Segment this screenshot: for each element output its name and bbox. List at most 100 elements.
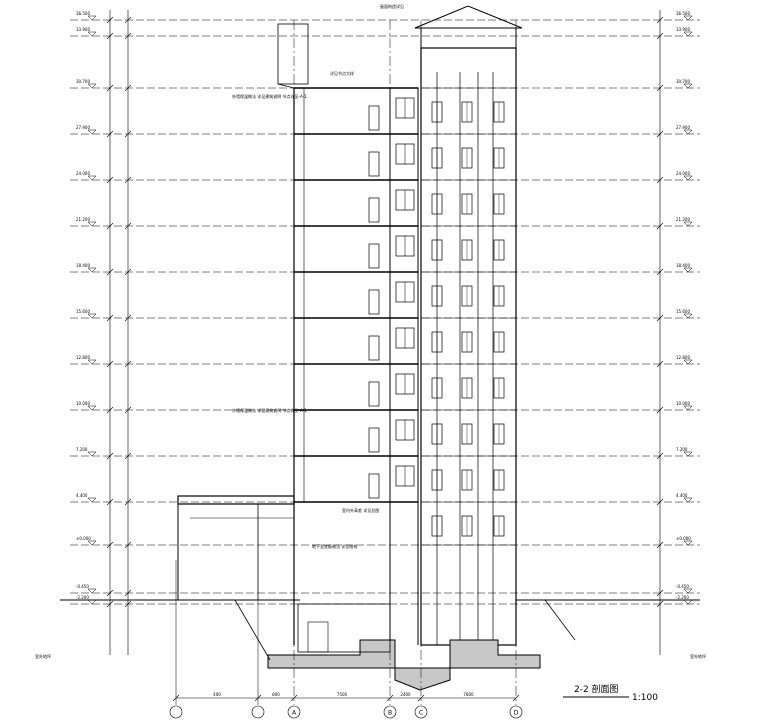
level-triangle: [683, 83, 693, 89]
level-value-left: 33.900: [76, 27, 90, 32]
dimension-value: 7500: [337, 692, 348, 697]
level-triangle: [683, 497, 693, 503]
level-triangle: [87, 451, 97, 457]
axis-bubble: [287, 705, 301, 719]
axis-bubble: [383, 705, 397, 719]
dimension-tick: [656, 268, 664, 276]
level-triangle: [87, 31, 97, 37]
dimension-tick: [656, 541, 664, 549]
level-value-right: 15.600: [676, 309, 690, 314]
dimension-tick: [124, 222, 132, 230]
dimension-tick: [417, 694, 425, 702]
level-triangle: [87, 175, 97, 181]
dimension-tick: [656, 16, 664, 24]
level-value-left: ±0.000: [76, 536, 91, 541]
drawing-title: 2-2 剖面图: [574, 683, 619, 695]
level-triangle: [87, 405, 97, 411]
level-triangle: [683, 267, 693, 273]
level-value-left: 7.200: [76, 447, 88, 452]
dimension-tick: [124, 541, 132, 549]
dimension-tick: [106, 84, 114, 92]
door: [368, 289, 380, 315]
dimension-tick: [172, 694, 180, 702]
level-triangle: [87, 83, 97, 89]
level-triangle: [683, 359, 693, 365]
level-triangle: [683, 221, 693, 227]
level-triangle: [683, 129, 693, 135]
level-value-left: -0.450: [76, 584, 89, 589]
level-value-right: 30.700: [676, 79, 690, 84]
level-value-right: 24.000: [676, 171, 690, 176]
level-value-right: -0.450: [676, 584, 689, 589]
level-triangle: [87, 15, 97, 21]
soil-slope-left: [234, 599, 271, 661]
level-triangle: [683, 15, 693, 21]
door: [368, 243, 380, 269]
dimension-tick: [124, 130, 132, 138]
dimension-tick: [656, 406, 664, 414]
dimension-tick: [124, 16, 132, 24]
dimension-tick: [106, 268, 114, 276]
dimension-tick: [656, 600, 664, 608]
basement-door: [307, 621, 329, 653]
level-value-left: -2.200: [76, 595, 89, 600]
axis-label: B: [388, 710, 392, 717]
dimension-tick: [656, 32, 664, 40]
dimension-tick: [656, 589, 664, 597]
level-value-left: 10.000: [76, 401, 90, 406]
dimension-tick: [106, 222, 114, 230]
left-level-marks: 36.50033.90030.70027.90024.00021.20018.4…: [76, 11, 97, 605]
level-value-right: 36.500: [676, 11, 690, 16]
level-value-right: -2.200: [676, 595, 689, 600]
dimension-tick: [106, 406, 114, 414]
axis-label: D: [514, 710, 519, 717]
ground-left-label: 室外地坪: [35, 653, 51, 659]
level-value-right: ±0.000: [676, 536, 691, 541]
dimension-tick: [106, 589, 114, 597]
dimension-tick: [106, 16, 114, 24]
roof-note: 屋面构造详见: [380, 3, 404, 9]
dimension-tick: [386, 694, 394, 702]
door: [368, 427, 380, 453]
dimension-tick: [254, 694, 262, 702]
dimension-tick: [656, 452, 664, 460]
dimension-tick: [124, 498, 132, 506]
callout-base: 地下室底板做法 详见结构: [312, 543, 357, 549]
level-value-left: 27.900: [76, 125, 90, 130]
core-roof: [414, 5, 523, 29]
level-triangle: [87, 267, 97, 273]
dimension-value: 7800: [463, 692, 474, 697]
level-triangle: [683, 405, 693, 411]
dimension-tick: [106, 32, 114, 40]
level-value-left: 15.600: [76, 309, 90, 314]
level-value-right: 7.200: [676, 447, 688, 452]
dimension-tick: [656, 176, 664, 184]
level-value-left: 21.200: [76, 217, 90, 222]
core-shaft: [420, 47, 517, 646]
dimension-tick: [124, 176, 132, 184]
level-triangle: [683, 451, 693, 457]
dimension-tick: [124, 32, 132, 40]
ground-right-label: 室外地坪: [690, 653, 706, 659]
level-triangle: [87, 540, 97, 546]
axis-bubble-extra: [251, 705, 265, 719]
roof-room: [420, 27, 517, 49]
level-value-left: 18.400: [76, 263, 90, 268]
callout-top: 外墙保温做法 详见建筑说明 节点详见-A-1: [232, 93, 307, 99]
dimension-tick: [124, 268, 132, 276]
dimension-tick: [124, 452, 132, 460]
dimension-tick: [106, 314, 114, 322]
level-triangle: [683, 599, 693, 605]
axis-bubble: [414, 705, 428, 719]
dimension-tick: [124, 84, 132, 92]
level-value-right: 10.000: [676, 401, 690, 406]
level-value-left: 36.500: [76, 11, 90, 16]
dimension-tick: [656, 498, 664, 506]
door: [368, 197, 380, 223]
canopy: [177, 495, 295, 505]
upper-note: 详见节点大样: [330, 70, 354, 76]
right-level-marks: 36.50033.90030.70027.90024.00021.20018.4…: [676, 11, 693, 605]
dimension-tick: [106, 176, 114, 184]
